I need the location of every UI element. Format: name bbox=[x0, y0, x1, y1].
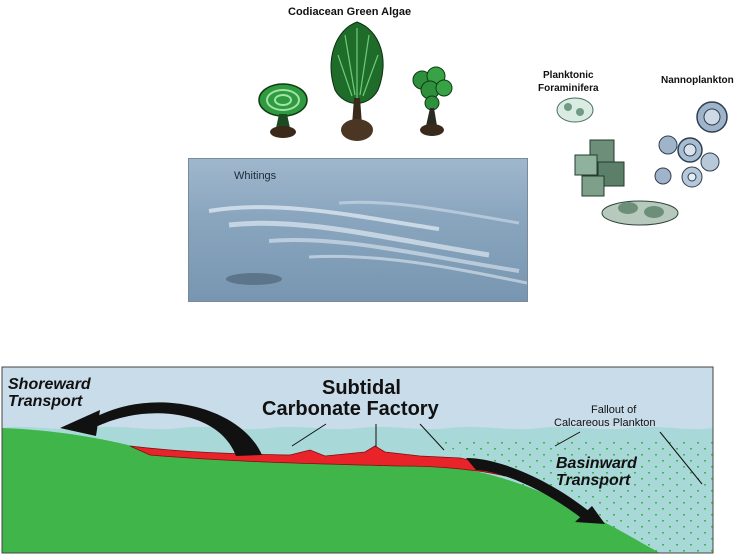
algae-brush-middle bbox=[330, 21, 384, 141]
whitings-streaks bbox=[208, 200, 527, 285]
foraminifera-cluster bbox=[556, 97, 679, 226]
fallout-label-line2: Calcareous Plankton bbox=[554, 417, 656, 429]
shoreward-label-line2: Transport bbox=[8, 393, 83, 410]
land bbox=[2, 428, 660, 553]
basinward-arrow bbox=[466, 458, 605, 524]
factory-label-line1: Subtidal bbox=[322, 377, 401, 399]
algae-label: Codiacean Green Algae bbox=[288, 6, 412, 18]
whitings-photo bbox=[188, 158, 528, 302]
shoreward-label-line1: Shoreward bbox=[8, 376, 91, 393]
algae-halimeda-right bbox=[412, 66, 453, 136]
algae-fan-left bbox=[258, 83, 308, 138]
factory-label-line2: Carbonate Factory bbox=[262, 398, 439, 420]
foraminifera-label-line2: Foraminifera bbox=[538, 83, 599, 94]
foraminifera-label-line1: Planktonic bbox=[543, 70, 594, 81]
pointer-lines bbox=[291, 423, 703, 485]
diagram-frame bbox=[1, 366, 714, 554]
basinward-label-line2: Transport bbox=[556, 472, 631, 489]
nannoplankton-label: Nannoplankton bbox=[661, 75, 734, 86]
shoreward-arrow bbox=[60, 402, 262, 456]
whitings-label: Whitings bbox=[234, 170, 277, 182]
basinward-label-line1: Basinward bbox=[556, 455, 637, 472]
fallout-label-line1: Fallout of bbox=[591, 404, 637, 416]
nannoplankton-cluster bbox=[654, 101, 728, 188]
